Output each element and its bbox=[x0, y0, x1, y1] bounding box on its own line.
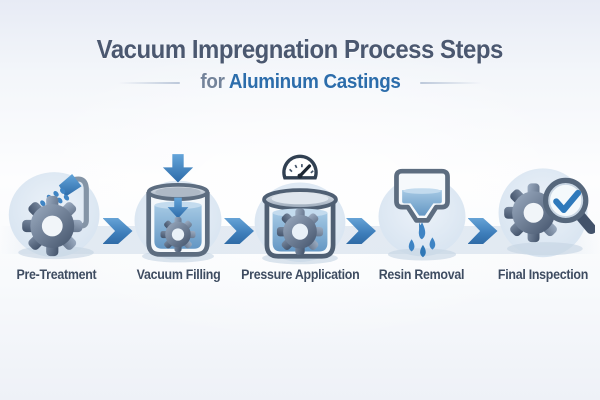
page-title: Vacuum Impregnation Process Steps bbox=[96, 34, 504, 64]
pressure-tank-gauge-icon bbox=[254, 154, 346, 265]
page-subtitle: for Aluminum Castings bbox=[200, 71, 400, 94]
step-final-inspection: Final Inspection bbox=[491, 152, 597, 282]
gear-spray-icon bbox=[8, 172, 100, 260]
step-resin-removal: Resin Removal bbox=[369, 152, 475, 282]
process-steps-row: Pre-Treatment Vacuum Filling bbox=[0, 152, 600, 282]
subtitle-divider-right bbox=[420, 81, 483, 84]
step-pre-treatment: Pre-Treatment bbox=[4, 152, 110, 282]
header: Vacuum Impregnation Process Steps for Al… bbox=[0, 34, 600, 94]
step-label: Pre-Treatment bbox=[16, 267, 97, 282]
step-label: Vacuum Filling bbox=[136, 267, 221, 282]
hopper-drip-icon bbox=[378, 168, 466, 261]
step-label: Final Inspection bbox=[498, 267, 589, 282]
step-vacuum-filling: Vacuum Filling bbox=[126, 152, 232, 282]
step-label: Resin Removal bbox=[379, 267, 465, 282]
step-label: Pressure Application bbox=[240, 267, 360, 282]
subtitle-divider-left bbox=[117, 81, 180, 84]
subtitle-prefix: for bbox=[199, 71, 225, 93]
subtitle-row: for Aluminum Castings bbox=[0, 71, 600, 94]
step-pressure-application: Pressure Application bbox=[241, 152, 359, 282]
vacuum-tank-fill-icon bbox=[134, 154, 222, 263]
gear-magnifier-check-icon bbox=[498, 168, 596, 258]
subtitle-emphasis: Aluminum Castings bbox=[228, 71, 401, 93]
